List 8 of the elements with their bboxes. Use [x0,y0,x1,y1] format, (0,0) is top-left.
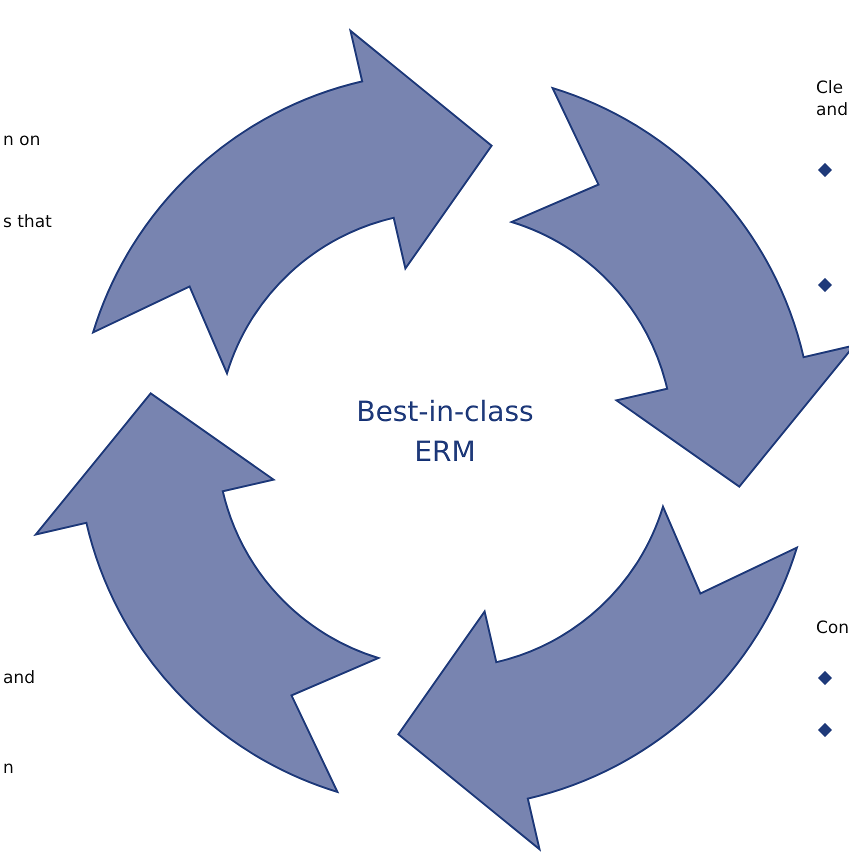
text-fragment: and [816,100,848,120]
text-fragment: n on [3,130,40,150]
text-fragment: n [3,758,14,778]
text-fragment: Con [816,618,849,638]
text-fragment: and [3,668,35,688]
center-title: Best-in-class ERM [355,394,535,470]
text-fragment: Cle [816,78,844,98]
text-fragment: s that [3,212,52,232]
